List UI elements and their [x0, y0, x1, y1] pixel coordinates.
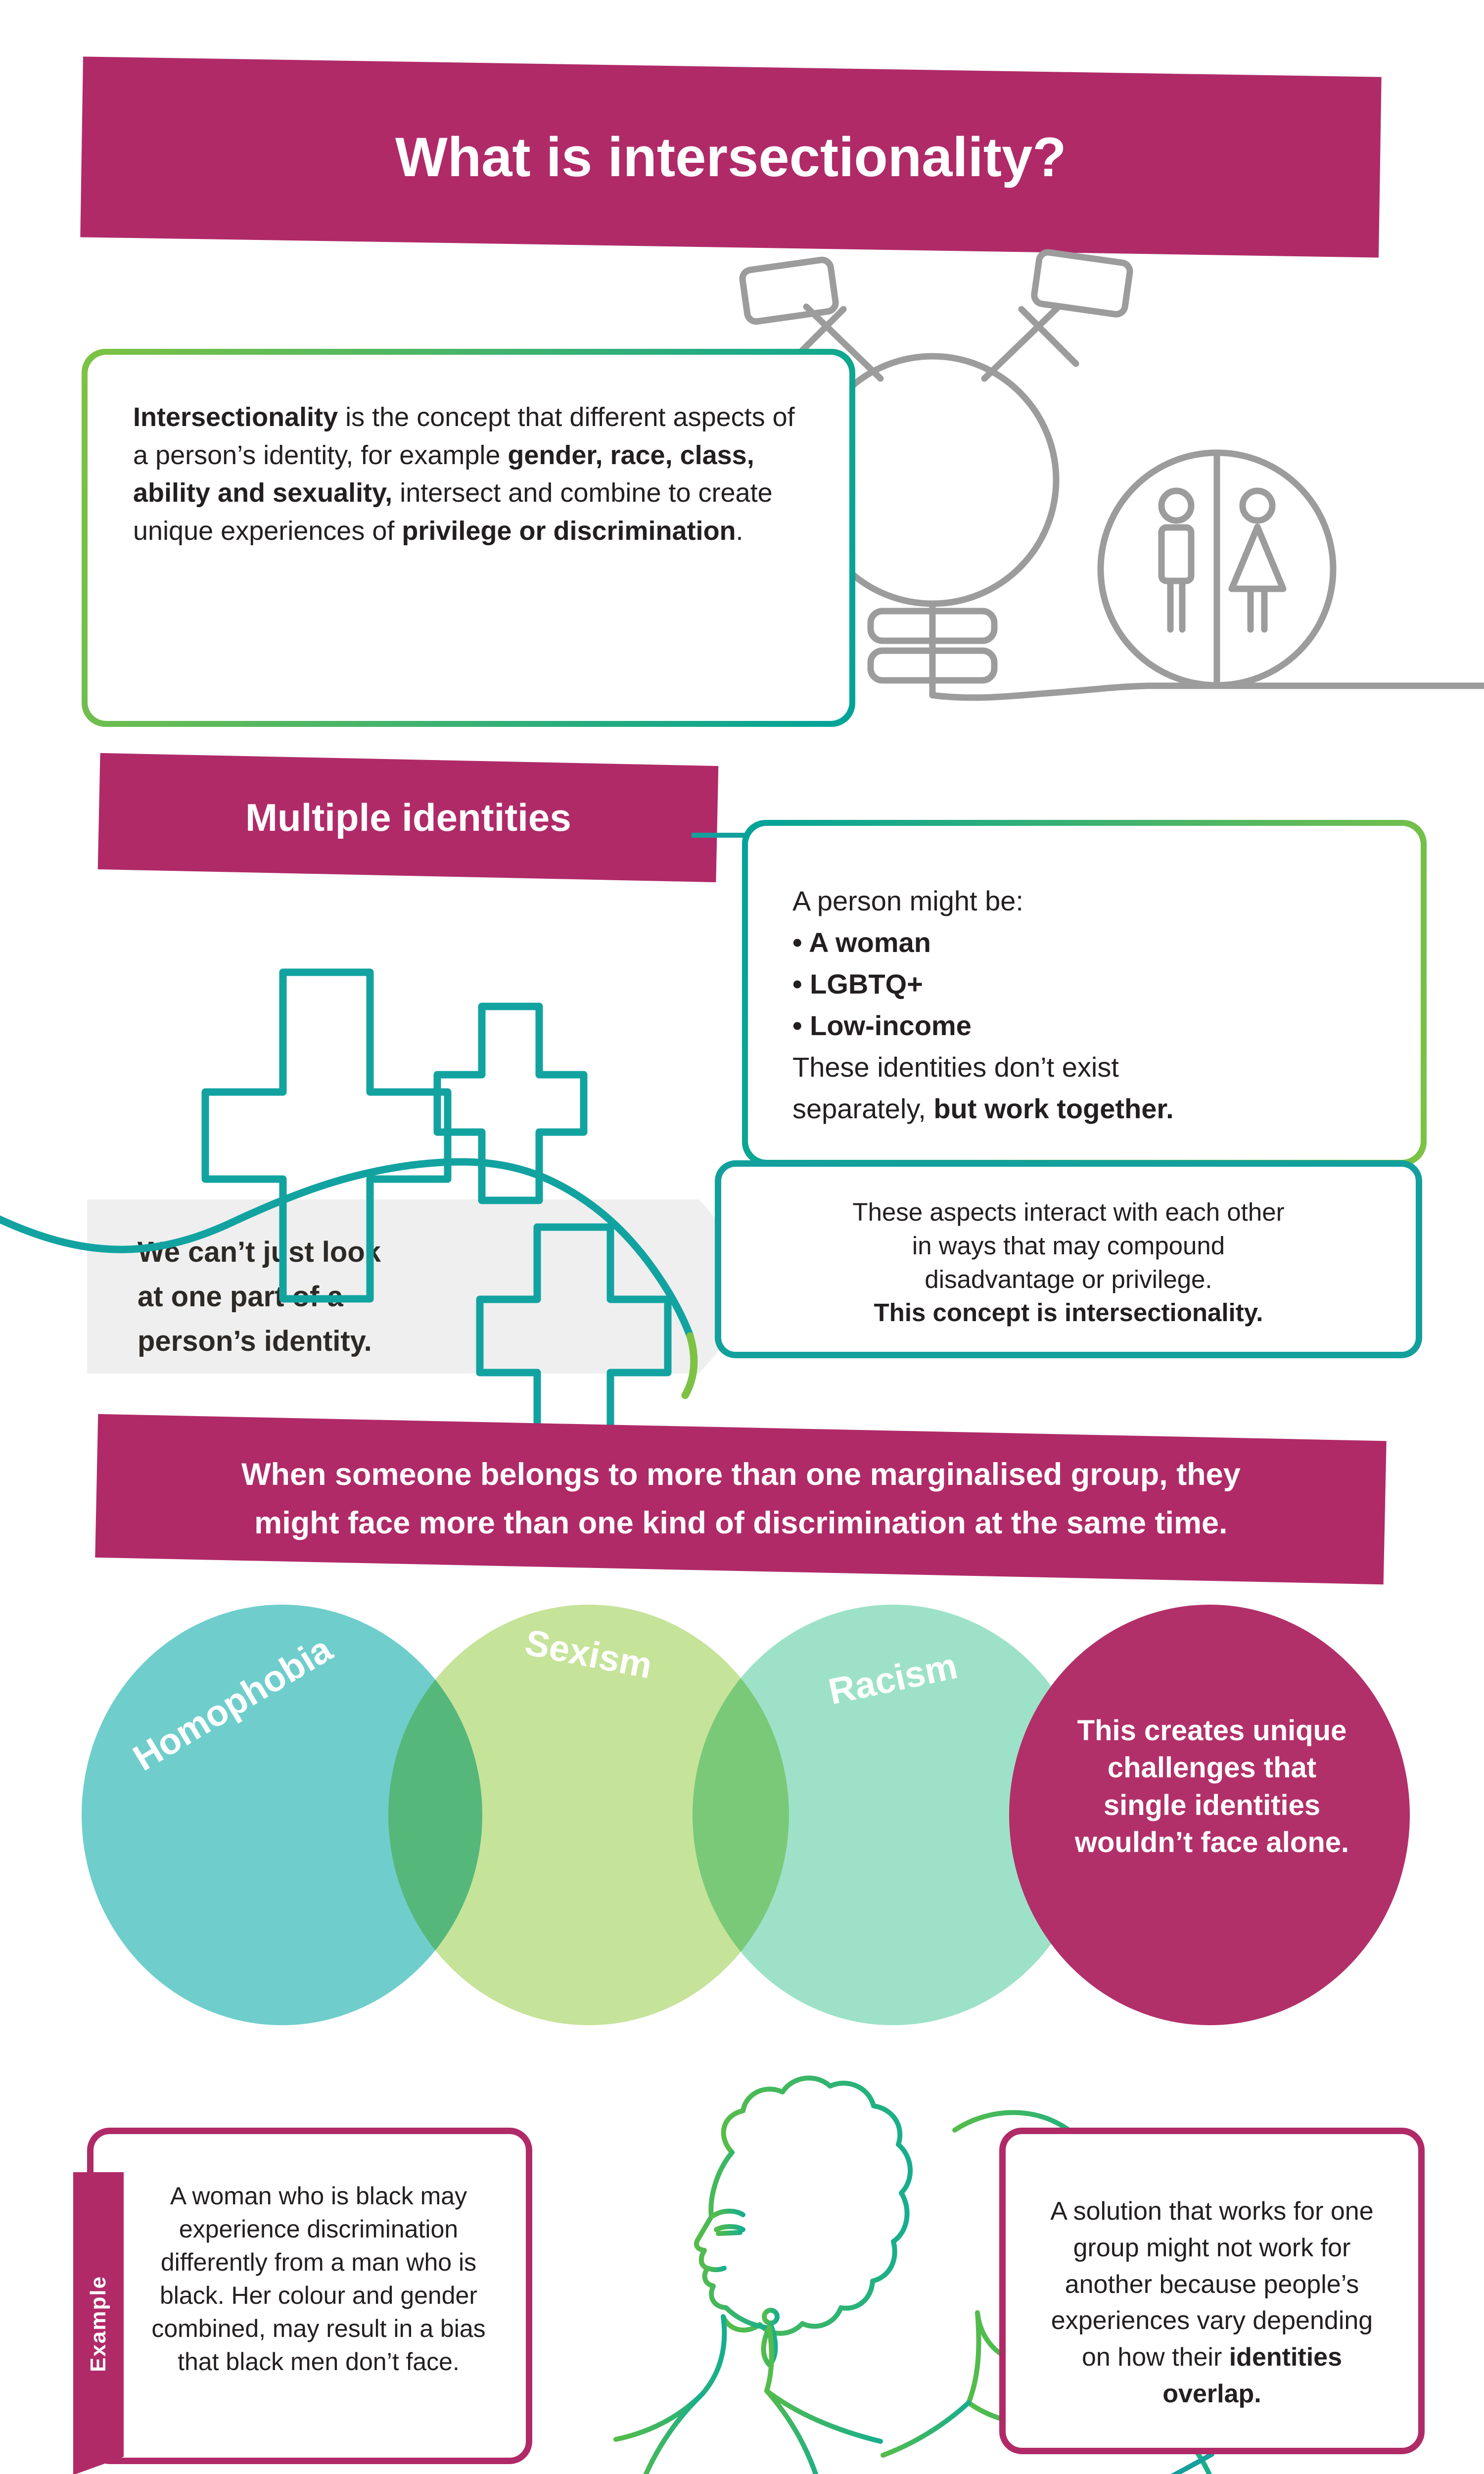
interact-line: in ways that may compound	[912, 1231, 1225, 1260]
callout-line: person’s identity.	[138, 1325, 372, 1357]
medical-crosses-icon	[0, 968, 698, 1449]
solution-box: A solution that works for one group migh…	[999, 2128, 1425, 2454]
interact-box: These aspects interact with each other i…	[715, 1160, 1422, 1358]
list-item: • LGBTQ+	[792, 968, 923, 999]
definition-box: Intersectionality is the concept that di…	[82, 349, 855, 727]
section-heading: Multiple identities	[245, 795, 571, 839]
restroom-sign-icon	[1097, 449, 1337, 689]
example-tab-label: Example	[86, 2275, 110, 2372]
title-banner: What is intersectionality?	[80, 56, 1382, 258]
banner-line: might face more than one kind of discrim…	[254, 1505, 1228, 1540]
example-box: A woman who is black may experience disc…	[87, 2128, 532, 2464]
example-text: A woman who is black may experience disc…	[151, 2182, 486, 2376]
definition-text: Intersectionality is the concept that di…	[133, 402, 795, 546]
interact-bold-line: This concept is intersectionality.	[874, 1298, 1263, 1327]
identity-list-box: A person might be: • A woman • LGBTQ+ • …	[742, 820, 1427, 1166]
cant-look-callout: We can’t just look at one part of a pers…	[87, 1199, 775, 1374]
transgender-symbol-icon	[739, 249, 1484, 701]
list-intro: A person might be:	[792, 885, 1023, 916]
venn-callout-text: This creates unique challenges that sing…	[1074, 1714, 1349, 1859]
list-note-line1: These identities don’t exist	[792, 1051, 1119, 1083]
example-tab: Example	[73, 2172, 124, 2474]
banner-connector-line	[692, 833, 771, 838]
page-title: What is intersectionality?	[395, 126, 1067, 188]
venn-diagram	[82, 1605, 1410, 2025]
interact-line: disadvantage or privilege.	[925, 1265, 1212, 1293]
marginalised-banner: When someone belongs to more than one ma…	[95, 1414, 1387, 1585]
list-item: • Low-income	[792, 1010, 972, 1041]
interact-line: These aspects interact with each other	[852, 1198, 1285, 1226]
multiple-identities-banner: Multiple identities	[97, 753, 719, 883]
banner-line: When someone belongs to more than one ma…	[241, 1457, 1241, 1492]
solution-text: A solution that works for one group migh…	[1050, 2197, 1374, 2409]
list-item: • A woman	[792, 927, 931, 958]
list-note-line2: separately, but work together.	[792, 1093, 1174, 1124]
